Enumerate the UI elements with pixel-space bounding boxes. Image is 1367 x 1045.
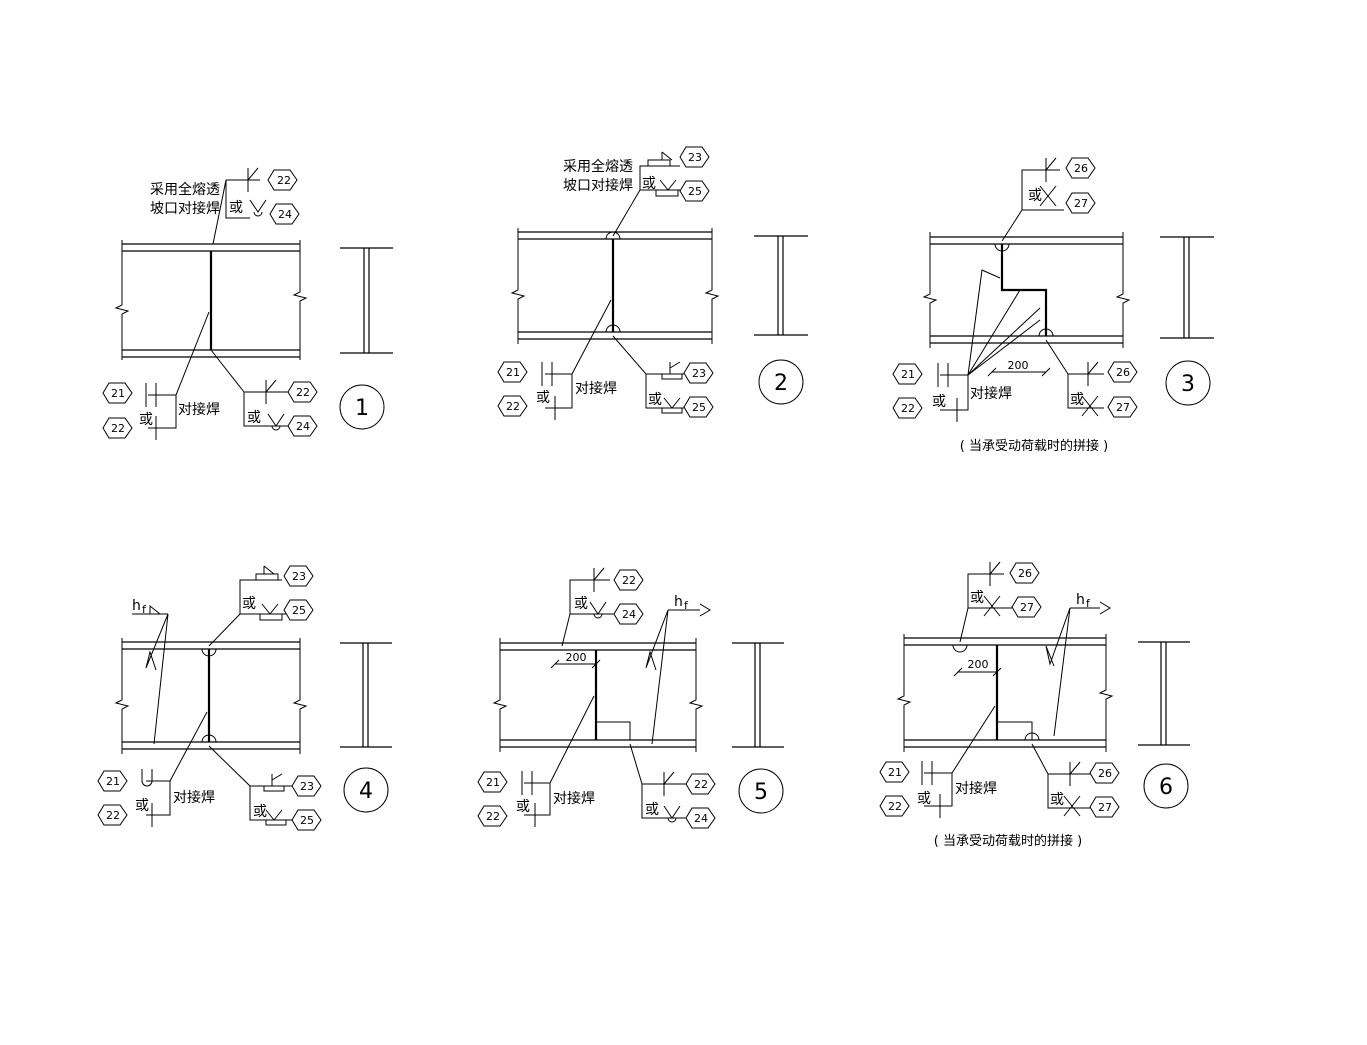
hf-label-f: f (1086, 597, 1091, 610)
ref-label: 24 (296, 420, 310, 433)
detail-number-5: 5 (754, 780, 768, 805)
hf-label-h: h (674, 594, 683, 610)
dimension-200: 200 (566, 651, 587, 664)
ref-label: 22 (901, 402, 915, 415)
full-pen-label-1: 采用全熔透 (563, 158, 633, 175)
ref-label: 25 (688, 185, 702, 198)
detail-6: 200 或 h f 或 对接焊 或 6 (879, 561, 1190, 849)
or-label: 或 (139, 412, 153, 428)
ref-label: 24 (622, 608, 636, 621)
ref-label: 24 (278, 208, 292, 221)
detail-5: 200 或 h f 或 对接焊 或 5 (477, 567, 784, 829)
ref-label: 26 (1116, 366, 1130, 379)
or-label: 或 (229, 200, 243, 216)
ref-label: 22 (694, 778, 708, 791)
or-label: 或 (932, 394, 946, 410)
ref-label: 25 (292, 604, 306, 617)
detail-number-2: 2 (774, 371, 788, 396)
ref-label: 22 (277, 174, 291, 187)
or-label: 或 (536, 390, 550, 406)
detail-number-1: 1 (355, 396, 369, 421)
ref-label: 23 (300, 780, 314, 793)
or-label: 或 (970, 590, 984, 606)
hf-label-h: h (132, 598, 141, 614)
or-label: 或 (1028, 188, 1042, 204)
or-label: 或 (1070, 392, 1084, 408)
hf-label-f: f (142, 603, 147, 616)
ref-label: 23 (692, 367, 706, 380)
ref-label: 22 (622, 574, 636, 587)
or-label: 或 (648, 392, 662, 408)
butt-weld-label: 对接焊 (178, 401, 220, 418)
full-pen-label-1: 采用全熔透 (150, 181, 220, 198)
ref-label: 22 (486, 810, 500, 823)
ref-label: 21 (901, 368, 915, 381)
ref-label: 23 (292, 570, 306, 583)
or-label: 或 (645, 802, 659, 818)
ref-label: 26 (1098, 767, 1112, 780)
or-label: 或 (642, 176, 656, 192)
ref-label: 27 (1020, 601, 1034, 614)
ref-label: 22 (296, 386, 310, 399)
ref-label: 22 (506, 400, 520, 413)
detail-4: h f 或 或 对接焊 或 4 2 (97, 565, 392, 831)
ref-label: 23 (688, 151, 702, 164)
ref-label: 21 (111, 387, 125, 400)
detail-number-3: 3 (1181, 372, 1195, 397)
or-label: 或 (247, 410, 261, 426)
ref-label: 22 (888, 800, 902, 813)
ref-label: 21 (106, 775, 120, 788)
detail-3: 或 或 对接焊 200 或 3 ( 当承受动荷载时的拼接 ) 2 (892, 157, 1214, 454)
ref-label: 24 (694, 812, 708, 825)
dynamic-load-note: ( 当承受动荷载时的拼接 ) (934, 833, 1082, 849)
detail-2: 采用全熔透 坡口对接焊 或 或 对接焊 或 2 23 25 21 22 (497, 146, 808, 420)
dimension-200: 200 (1008, 359, 1029, 372)
or-label: 或 (516, 799, 530, 815)
or-label: 或 (917, 791, 931, 807)
full-pen-label-2: 坡口对接焊 (563, 177, 633, 194)
detail-number-6: 6 (1159, 775, 1173, 800)
hf-label-f: f (684, 599, 689, 612)
hf-label-h: h (1076, 592, 1085, 608)
ref-label: 25 (692, 401, 706, 414)
ref-label: 22 (106, 809, 120, 822)
butt-weld-label: 对接焊 (173, 789, 215, 806)
butt-weld-label: 对接焊 (970, 385, 1012, 402)
ref-label: 22 (111, 422, 125, 435)
ref-label: 25 (300, 814, 314, 827)
butt-weld-label: 对接焊 (955, 780, 997, 797)
or-label: 或 (135, 798, 149, 814)
butt-weld-label: 对接焊 (553, 790, 595, 807)
or-label: 或 (1050, 792, 1064, 808)
or-label: 或 (253, 804, 267, 820)
ref-label: 21 (506, 366, 520, 379)
ref-label: 26 (1018, 567, 1032, 580)
ref-label: 21 (888, 766, 902, 779)
ref-label: 27 (1074, 197, 1088, 210)
ref-label: 27 (1098, 801, 1112, 814)
ref-label: 27 (1116, 401, 1130, 414)
or-label: 或 (574, 596, 588, 612)
ref-label: 21 (486, 776, 500, 789)
ref-label: 26 (1074, 162, 1088, 175)
dimension-200: 200 (968, 658, 989, 671)
or-label: 或 (242, 596, 256, 612)
detail-number-4: 4 (359, 779, 373, 804)
detail-1: 采用全熔透 坡口对接焊 或 或 对接焊 或 1 22 24 21 (102, 167, 393, 440)
butt-weld-label: 对接焊 (575, 380, 617, 397)
full-pen-label-2: 坡口对接焊 (150, 200, 220, 217)
dynamic-load-note: ( 当承受动荷载时的拼接 ) (960, 438, 1108, 454)
